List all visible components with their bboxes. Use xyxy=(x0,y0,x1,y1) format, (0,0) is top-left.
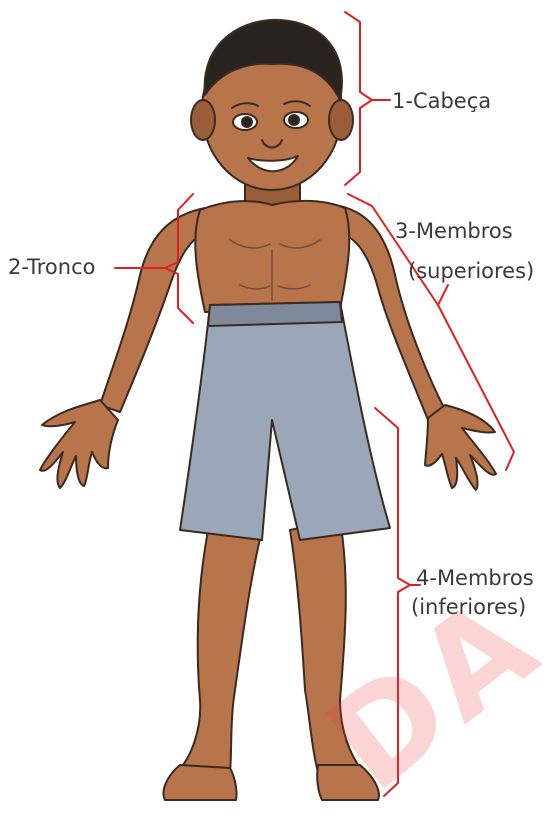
trunk-bracket xyxy=(165,194,193,323)
head-label: 1-Cabeça xyxy=(392,88,491,114)
head-bracket xyxy=(345,12,372,185)
upper-limbs-sublabel: (superiores) xyxy=(408,258,534,284)
trunk-label: 2-Tronco xyxy=(8,254,95,280)
upper-limbs-leader xyxy=(438,285,448,305)
upper-limbs-label: 3-Membros xyxy=(395,218,513,244)
